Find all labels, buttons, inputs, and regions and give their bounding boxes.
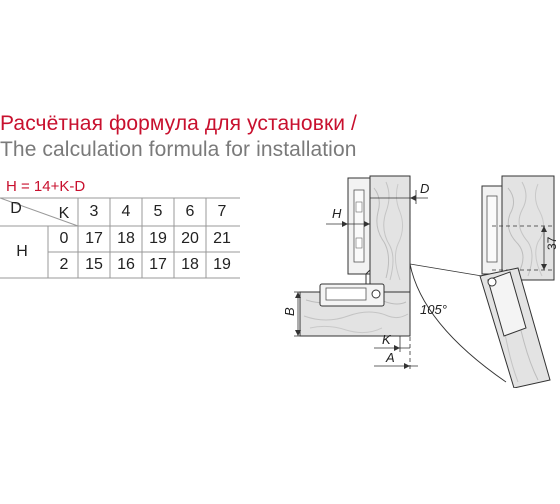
dimension-b <box>294 291 320 337</box>
side-panel-wood-right <box>501 175 555 281</box>
d-value: 3 <box>89 203 99 220</box>
k-value: 2 <box>59 256 69 273</box>
dimension-h <box>326 221 370 227</box>
h-value: 18 <box>181 256 199 273</box>
d-value: 6 <box>185 203 195 220</box>
label-b: B <box>282 307 297 316</box>
k-value: 0 <box>59 230 69 247</box>
title-russian: Расчётная формула для установки / <box>0 112 357 135</box>
label-a: A <box>385 350 395 365</box>
calculation-table: D K H 3 4 5 6 7 0 17 18 19 20 21 2 15 16… <box>0 196 240 280</box>
label-angle: 105° <box>420 302 447 317</box>
h-value: 19 <box>213 256 231 273</box>
formula: H = 14+K-D <box>6 178 86 195</box>
d-value: 5 <box>153 203 163 220</box>
dimension-37 <box>492 225 554 271</box>
h-value: 17 <box>85 230 103 247</box>
table-grid <box>0 197 240 279</box>
dimension-k <box>374 336 410 352</box>
label-k: K <box>382 332 392 347</box>
hinge-cup <box>319 269 385 307</box>
h-value: 19 <box>149 230 167 247</box>
angle-arc <box>409 263 507 383</box>
h-value: 16 <box>117 256 135 273</box>
label-h: H <box>332 206 342 221</box>
mounting-plate-right <box>481 185 503 275</box>
row-label-h: H <box>16 243 28 260</box>
h-value: 21 <box>213 230 231 247</box>
hinge-installation-drawing: D H B K A <box>282 175 558 388</box>
opened-door <box>479 267 551 388</box>
h-value: 15 <box>85 256 103 273</box>
d-value: 4 <box>121 203 131 220</box>
corner-label-d: D <box>10 200 22 217</box>
side-panel-wood <box>369 175 411 293</box>
corner-label-k: K <box>58 205 70 222</box>
label-d: D <box>420 181 429 196</box>
h-value: 18 <box>117 230 135 247</box>
dimension-d <box>370 190 428 204</box>
d-value: 7 <box>217 203 227 220</box>
mounting-plate <box>347 177 371 275</box>
dimension-a <box>374 363 418 369</box>
title-english: The calculation formula for installation <box>0 138 357 161</box>
label-37: 37 <box>545 236 558 250</box>
h-value: 17 <box>149 256 167 273</box>
h-value: 20 <box>181 230 199 247</box>
